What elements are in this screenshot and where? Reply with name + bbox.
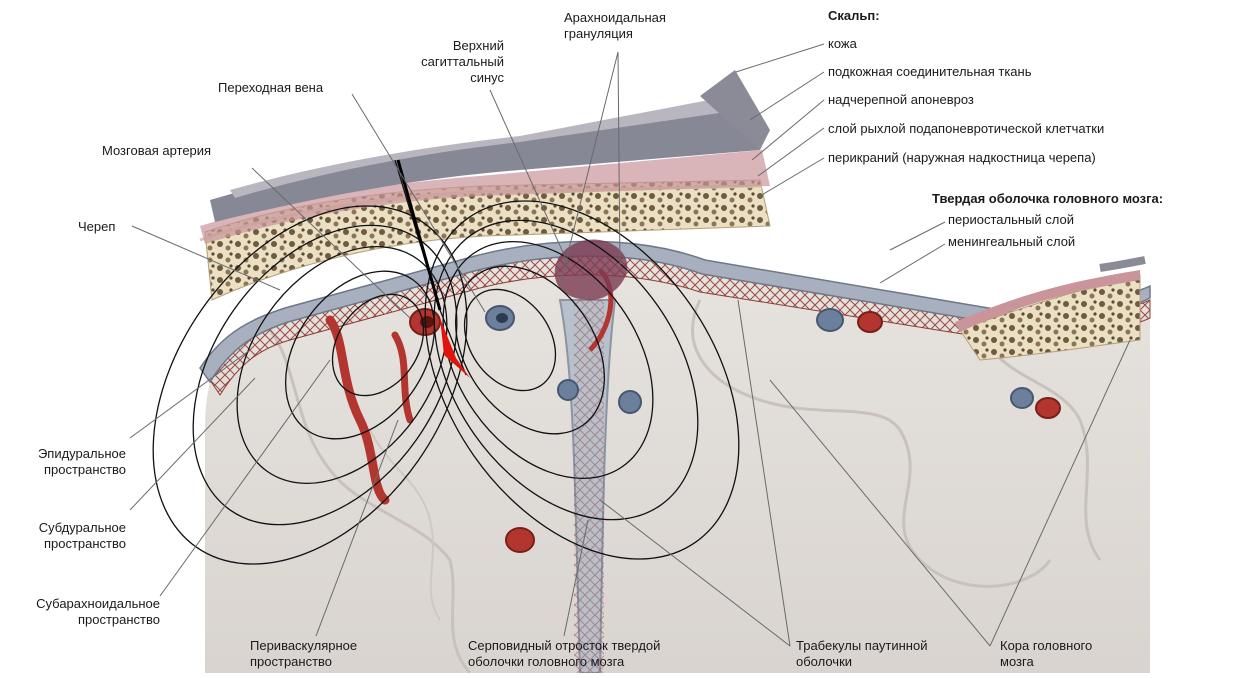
dura-layer-meningeal: менингеальный слой [948,234,1075,250]
label-superior-sagittal-sinus: Верхний сагиттальный синус [420,38,504,86]
label-epidural-space: Эпидуральное пространство [10,446,126,478]
scalp-heading: Скальп: [828,8,880,24]
scalp-layer-loose-areolar: слой рыхлой подапоневротической клетчатк… [828,121,1104,137]
label-subdural-space: Субдуральное пространство [10,520,126,552]
scalp-layer-pericranium: перикраний (наружная надкостница черепа) [828,150,1096,166]
label-subarachnoid-space: Субарахноидальное пространство [0,596,160,628]
scalp-layer-subcutaneous: подкожная соединительная ткань [828,64,1032,80]
label-cerebral-artery: Мозговая артерия [102,143,211,159]
label-cerebral-cortex: Кора головного мозга [1000,638,1092,670]
dura-layer-periosteal: периостальный слой [948,212,1074,228]
label-perivascular-space: Периваскулярное пространство [250,638,357,670]
dura-heading: Твердая оболочка головного мозга: [932,191,1163,207]
scalp-layer-aponeurosis: надчерепной апоневроз [828,92,974,108]
label-bridging-vein: Переходная вена [218,80,323,96]
scalp-layer-skin: кожа [828,36,857,52]
label-skull: Череп [78,219,115,235]
label-falx-cerebri: Серповидный отросток твердой оболочки го… [468,638,660,670]
label-arachnoid-granulation: Арахноидальная грануляция [564,10,666,42]
label-arachnoid-trabeculae: Трабекулы паутинной оболочки [796,638,927,670]
